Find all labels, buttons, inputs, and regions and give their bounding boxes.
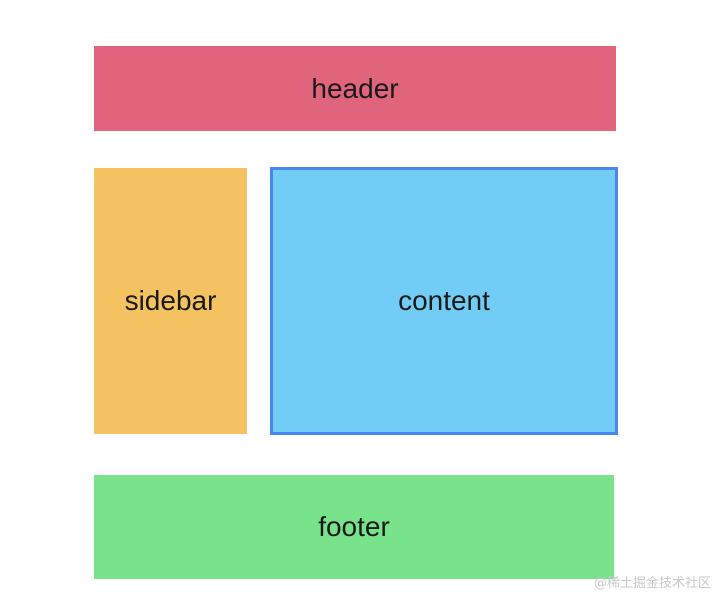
sidebar-label: sidebar xyxy=(124,285,217,316)
header-region: header xyxy=(94,46,616,131)
watermark: @稀土掘金技术社区 xyxy=(593,576,711,591)
footer-label: footer xyxy=(318,511,390,542)
sidebar-region: sidebar xyxy=(94,168,247,434)
footer-region: footer xyxy=(94,475,614,579)
content-label: content xyxy=(398,285,490,316)
content-region: content xyxy=(270,167,618,435)
header-label: header xyxy=(311,72,399,104)
